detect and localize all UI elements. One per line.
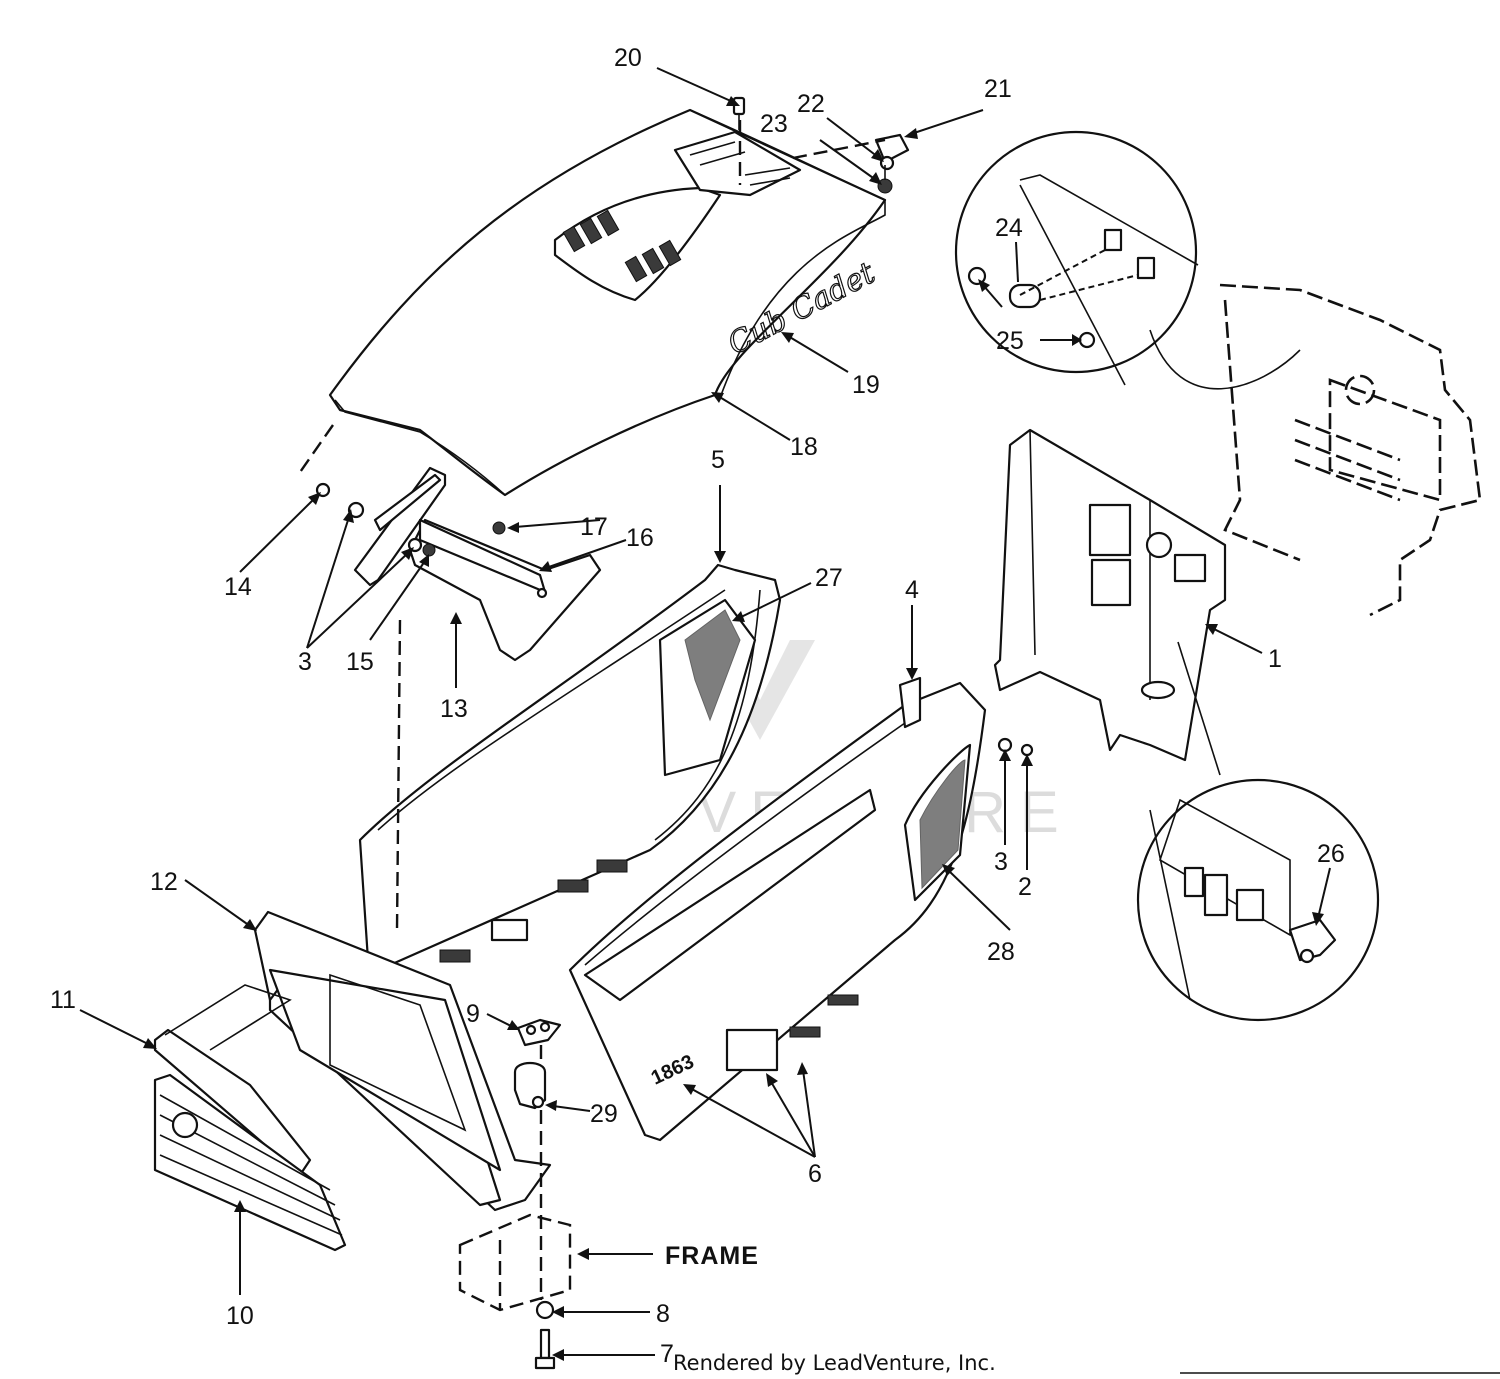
callout-27: 27 — [815, 564, 843, 592]
callout-10: 10 — [226, 1302, 254, 1330]
leader-lines — [79, 67, 1331, 1361]
callout-2: 2 — [1018, 873, 1032, 901]
bolt — [534, 1328, 556, 1370]
callout-labels: 1 2 3 3 4 5 6 7 8 9 10 11 12 13 14 15 16… — [50, 44, 1345, 1368]
callout-15: 15 — [346, 648, 374, 676]
right-side-panel: 1863 — [568, 676, 1034, 1142]
dash-ghost-outline — [1219, 283, 1482, 617]
detail-circle-top — [954, 130, 1301, 390]
callout-11: 11 — [50, 986, 76, 1014]
hood-bracket-assembly — [315, 466, 602, 662]
front-brackets — [513, 1018, 562, 1110]
hood: Cub Cadet — [328, 108, 887, 497]
callout-6: 6 — [808, 1160, 822, 1188]
callout-18: 18 — [790, 433, 818, 461]
callout-26: 26 — [1317, 840, 1345, 868]
callout-1: 1 — [1268, 645, 1282, 673]
left-side-panel — [358, 563, 782, 967]
callout-25: 25 — [996, 327, 1024, 355]
detail-circle-bottom — [1136, 778, 1380, 1022]
callout-5: 5 — [711, 446, 725, 474]
callout-8: 8 — [656, 1300, 670, 1328]
callout-9: 9 — [466, 1000, 480, 1028]
callout-29: 29 — [590, 1100, 618, 1128]
callout-14: 14 — [224, 573, 252, 601]
callout-23: 23 — [760, 110, 788, 138]
washer — [535, 1300, 555, 1320]
credit-line: Rendered by LeadVenture, Inc. — [673, 1351, 996, 1375]
callout-21: 21 — [984, 75, 1012, 103]
frame-ghost — [458, 1213, 572, 1312]
callout-17: 17 — [580, 513, 608, 541]
callout-12: 12 — [150, 868, 178, 896]
callout-3-left: 3 — [298, 648, 312, 676]
grille-surround — [253, 910, 552, 1212]
grille — [153, 984, 347, 1252]
callout-7: 7 — [660, 1340, 674, 1368]
callout-28: 28 — [987, 938, 1015, 966]
callout-3-right: 3 — [994, 848, 1008, 876]
callout-24: 24 — [995, 214, 1023, 242]
hood-vent-slots — [562, 209, 682, 283]
callout-19: 19 — [852, 371, 880, 399]
assembly-lines — [297, 120, 886, 1300]
dash-panel — [993, 428, 1227, 762]
frame-label: FRAME — [665, 1242, 759, 1270]
callout-13: 13 — [440, 695, 468, 723]
callout-4: 4 — [905, 576, 919, 604]
callout-22: 22 — [797, 90, 825, 118]
callout-16: 16 — [626, 524, 654, 552]
callout-20: 20 — [614, 44, 642, 72]
